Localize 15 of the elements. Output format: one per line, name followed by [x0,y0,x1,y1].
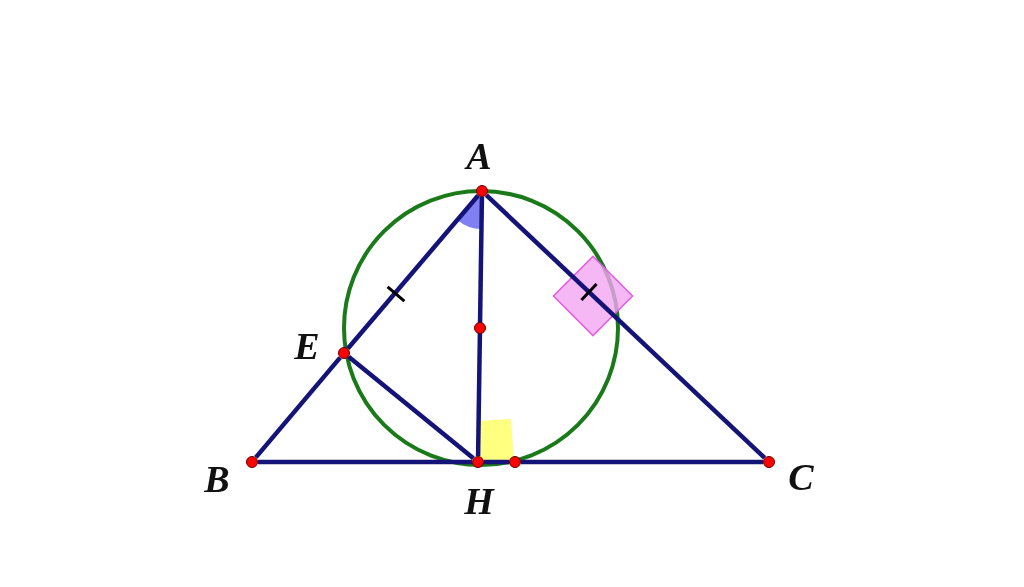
line-segment [484,459,509,465]
line-segment [475,196,485,457]
line-segment [254,356,342,459]
point-dot [509,456,521,468]
point-label: A [466,137,492,175]
line-segment [258,459,472,465]
point-dot [474,322,486,334]
point-label: E [294,327,320,365]
point-label: B [204,460,230,498]
line-segment [484,193,767,460]
point-label: H [464,482,494,520]
line-segment [346,194,480,350]
line-segment [347,355,475,460]
line-segment [521,459,763,465]
point-label: C [788,458,814,496]
